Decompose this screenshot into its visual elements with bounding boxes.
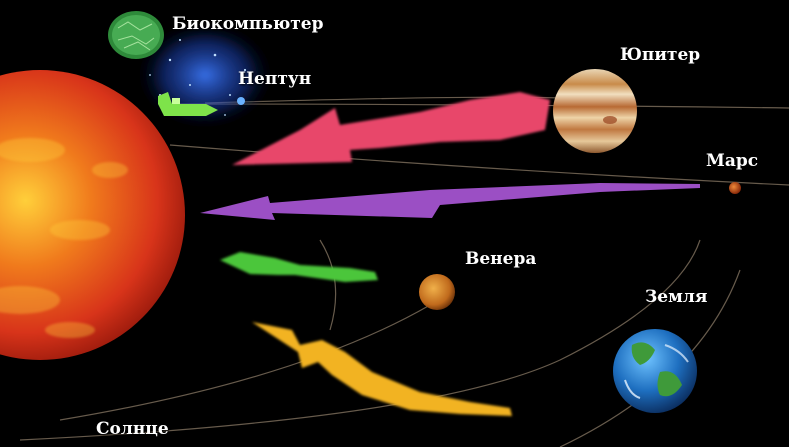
label-venus: Венера <box>465 249 537 269</box>
venus-planet <box>419 274 455 310</box>
label-earth: Земля <box>645 287 708 307</box>
mars-planet <box>729 182 741 194</box>
arrow-from-venus <box>220 252 378 282</box>
orbit-venus <box>59 304 431 421</box>
earth-planet <box>613 329 697 413</box>
sun <box>0 70 185 360</box>
orbit-earth <box>19 239 701 441</box>
orbit-mars <box>169 144 789 186</box>
label-jupiter: Юпитер <box>620 45 701 65</box>
arrow-from-earth <box>252 322 512 416</box>
jupiter-planet <box>553 69 637 153</box>
arrow-from-mars <box>200 183 700 220</box>
biocomputer-icon <box>108 11 164 59</box>
arrow-from-jupiter <box>232 92 550 165</box>
neptune-planet <box>237 97 245 105</box>
label-sun: Солнце <box>96 419 169 439</box>
orbit-inner-arc <box>319 239 337 331</box>
neptune-probe-icon <box>158 92 218 116</box>
label-neptune: Нептун <box>238 69 312 89</box>
label-mars: Марс <box>706 151 759 171</box>
label-biocomputer: Биокомпьютер <box>172 14 324 34</box>
